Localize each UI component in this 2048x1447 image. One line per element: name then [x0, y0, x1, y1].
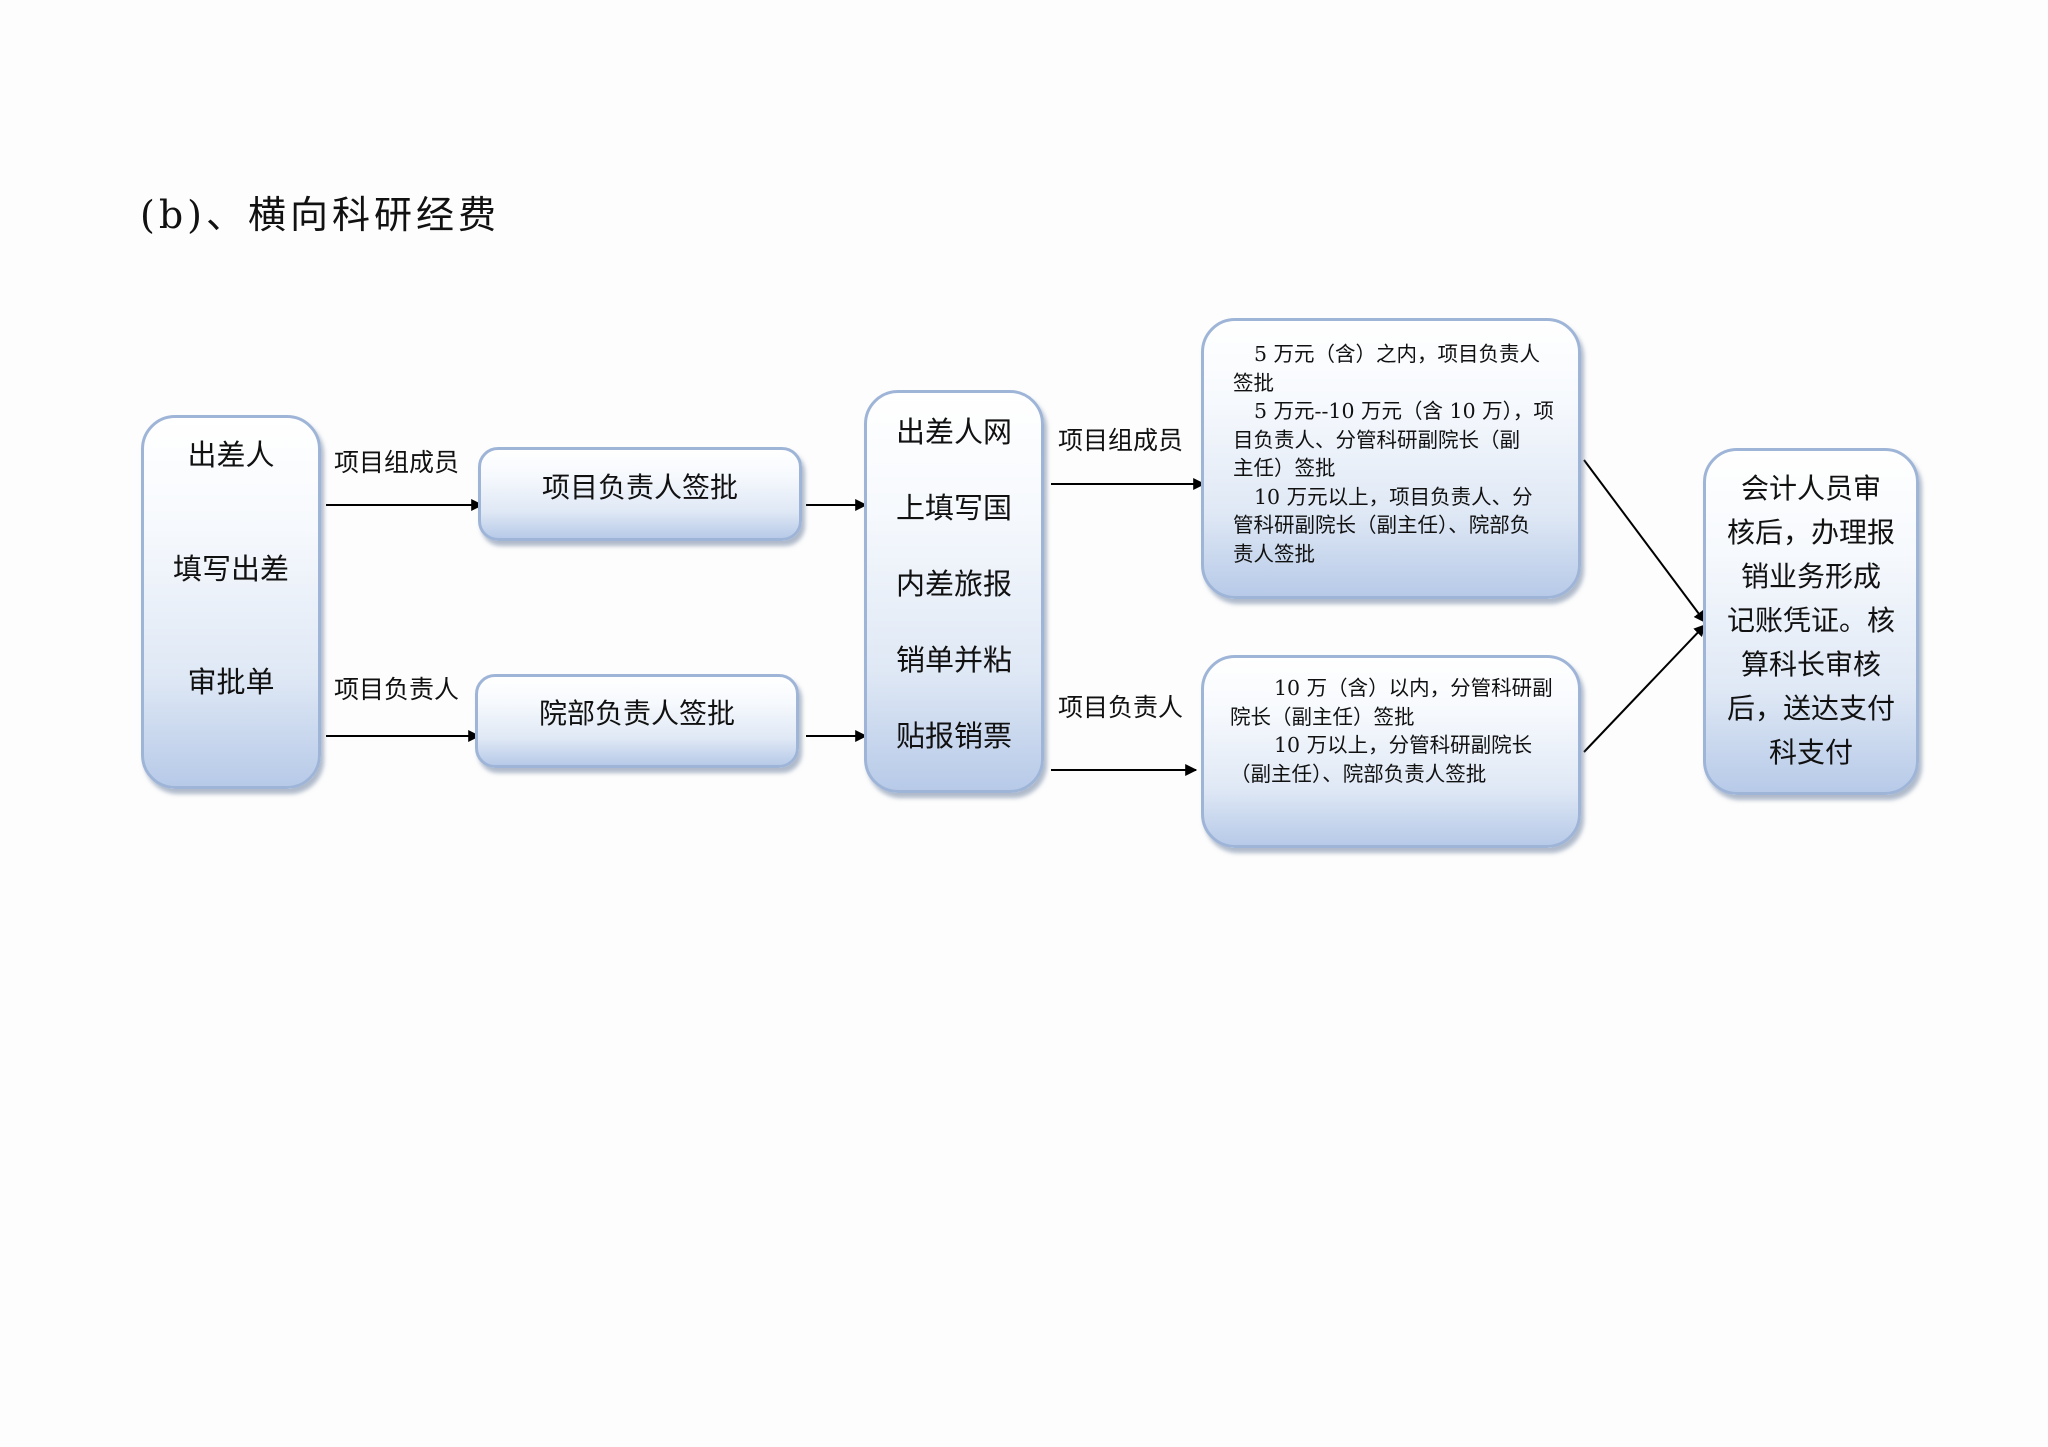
page-title: (b)、横向科研经费 [140, 193, 500, 237]
accounting-line-2: 核后，办理报 [1726, 516, 1895, 549]
accounting-node [1703, 448, 1919, 795]
start-node-line-2: 填写出差 [172, 552, 289, 586]
dept-leader-sign-node: 院部负责人签批 [475, 674, 799, 768]
approval-members-line-1: 5 万元（含）之内，项目负责人 [1254, 342, 1541, 366]
approval-members-line-7: 管科研副院长（副主任）、院部负 [1233, 513, 1531, 537]
arrow-members-to-accounting [1583, 459, 1706, 623]
approval-leaders-node [1201, 655, 1581, 848]
approval-members-line-8: 责人签批 [1233, 541, 1315, 566]
approval-leaders-line-2: 院长（副主任）签批 [1230, 704, 1415, 729]
edge-label-online-to-members: 项目组成员 [1058, 426, 1184, 455]
approval-members-node [1201, 318, 1581, 599]
start-node-line-1: 出差人 [187, 438, 275, 472]
approval-members-line-6: 10 万元以上，项目负责人、分 [1254, 484, 1533, 509]
approval-members-line-2: 签批 [1233, 370, 1274, 395]
accounting-line-4: 记账凭证。核 [1726, 604, 1895, 637]
online-form-line-1: 出差人网 [895, 415, 1012, 449]
accounting-line-1: 会计人员审 [1740, 472, 1881, 505]
approval-members-line-4: 目负责人、分管科研副院长（副 [1233, 427, 1520, 452]
approval-leaders-text: 10 万（含）以内，分管科研副 院长（副主任）签批 10 万以上，分管科研副院长… [1230, 674, 1553, 788]
accounting-line-5: 算科长审核 [1740, 648, 1881, 681]
online-form-line-3: 内差旅报 [895, 567, 1012, 601]
edge-label-start-to-project: 项目组成员 [334, 448, 460, 477]
online-form-line-4: 销单并粘 [895, 643, 1012, 677]
online-form-node [864, 390, 1044, 793]
approval-leaders-line-1: 10 万（含）以内，分管科研副 [1274, 676, 1553, 700]
approval-members-text: 5 万元（含）之内，项目负责人 签批 5 万元--10 万元（含 10 万），项… [1233, 340, 1554, 568]
accounting-line-7: 科支付 [1768, 736, 1853, 769]
accounting-line-3: 销业务形成 [1740, 560, 1881, 593]
project-leader-sign-node: 项目负责人签批 [478, 447, 802, 541]
edge-label-online-to-leaders: 项目负责人 [1058, 693, 1184, 722]
start-node-line-3: 审批单 [187, 665, 275, 699]
online-form-line-2: 上填写国 [895, 491, 1012, 525]
edge-label-start-to-dept: 项目负责人 [334, 675, 460, 704]
approval-leaders-line-3: 10 万以上，分管科研副院长 [1274, 733, 1533, 757]
online-form-line-5: 贴报销票 [895, 719, 1012, 753]
approval-leaders-line-4: （副主任）、院部负责人签批 [1230, 761, 1487, 786]
approval-members-line-3: 5 万元--10 万元（含 10 万），项 [1254, 399, 1554, 423]
project-leader-sign-label: 项目负责人签批 [541, 471, 738, 504]
dept-leader-sign-label: 院部负责人签批 [538, 697, 735, 730]
accounting-line-6: 后，送达支付 [1726, 692, 1895, 725]
start-node [141, 415, 321, 789]
arrow-leaders-to-accounting [1583, 624, 1706, 753]
approval-members-line-5: 主任）签批 [1233, 456, 1336, 480]
